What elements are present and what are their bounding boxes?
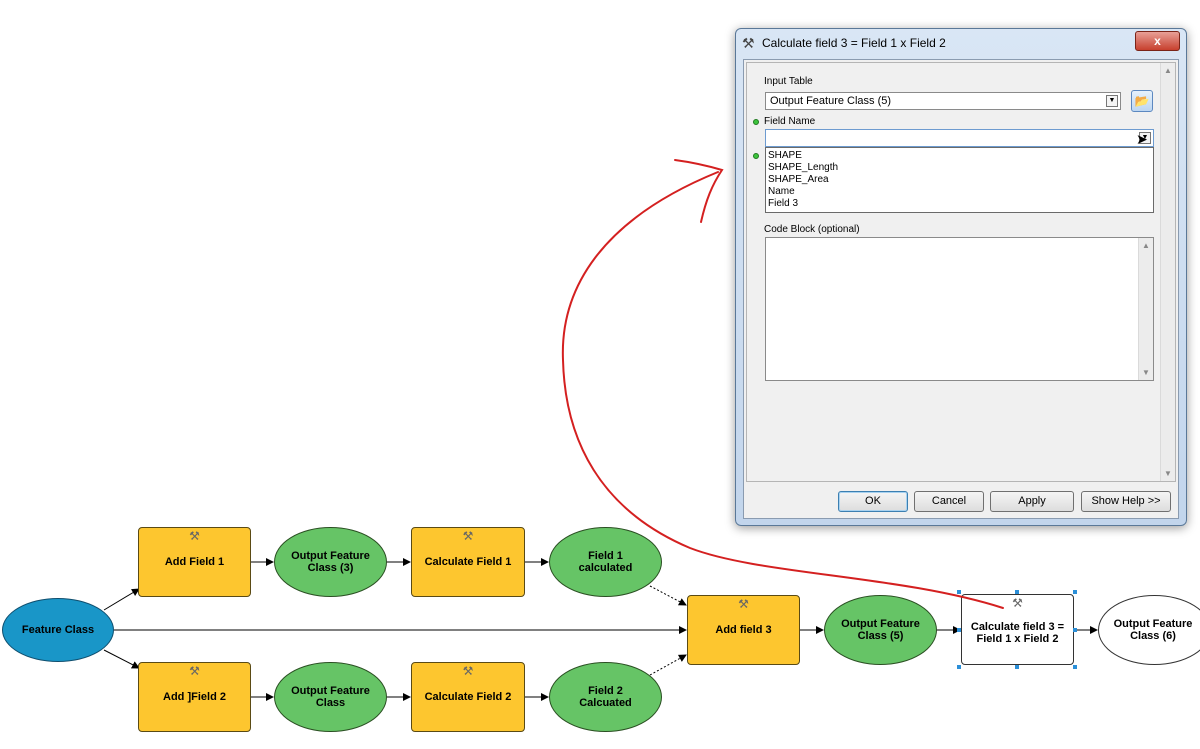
selection-handle[interactable] — [957, 590, 961, 594]
calculate-field-3-label: Calculate field 3 = Field 1 x Field 2 — [970, 620, 1065, 645]
mouse-pointer-icon: ➤ — [1136, 131, 1148, 147]
calculate-field-3-tool[interactable]: ⚒ Calculate field 3 = Field 1 x Field 2 — [961, 594, 1074, 665]
field-option[interactable]: Name — [768, 186, 795, 197]
feature-class-node[interactable]: Feature Class — [2, 598, 114, 662]
field-1-calculated-label: Field 1 calculated — [578, 550, 633, 574]
add-field-3-tool[interactable]: ⚒ Add field 3 — [687, 595, 800, 665]
dropdown-arrow-icon[interactable]: ▼ — [1106, 95, 1118, 107]
dialog-title: Calculate field 3 = Field 1 x Field 2 — [762, 36, 946, 50]
field-2-calcuated-label: Field 2 Calcuated — [579, 685, 632, 709]
hammer-icon: ⚒ — [462, 529, 474, 543]
field-option[interactable]: SHAPE — [768, 150, 802, 161]
output-feature-class-node[interactable]: Output Feature Class — [274, 662, 387, 732]
input-table-combobox[interactable]: Output Feature Class (5) ▼ — [765, 92, 1121, 110]
output-feature-class-label: Output Feature Class — [291, 685, 370, 709]
dialog-titlebar[interactable]: ⚒ Calculate field 3 = Field 1 x Field 2 — [736, 29, 1186, 57]
close-button[interactable]: x — [1135, 31, 1180, 51]
code-block-textarea[interactable]: ▲ ▼ — [765, 237, 1154, 381]
output-feature-class-5-label: Output Feature Class (5) — [841, 618, 920, 642]
selection-handle[interactable] — [1073, 665, 1077, 669]
connector-fc-addfield1 — [103, 588, 140, 611]
add-field-2-tool[interactable]: ⚒ Add ]Field 2 — [138, 662, 251, 732]
hammer-icon: ⚒ — [742, 34, 755, 51]
field-name-combobox[interactable]: ▼ — [765, 129, 1154, 147]
scroll-up-arrow-icon[interactable]: ▲ — [1164, 66, 1172, 75]
apply-button[interactable]: Apply — [990, 491, 1074, 512]
add-field-1-label: Add Field 1 — [164, 556, 225, 568]
selection-handle[interactable] — [1073, 590, 1077, 594]
scroll-down-arrow-icon[interactable]: ▼ — [1164, 469, 1172, 478]
connector-fc-addfield2 — [103, 649, 140, 669]
dropdown-arrow-icon[interactable]: ▼ — [1139, 132, 1151, 144]
calculate-field-2-label: Calculate Field 2 — [424, 691, 512, 703]
output-feature-class-6-node[interactable]: Output Feature Class (6) — [1098, 595, 1200, 665]
code-block-label: Code Block (optional) — [764, 224, 860, 235]
output-feature-class-3-label: Output Feature Class (3) — [291, 550, 370, 574]
show-help-button[interactable]: Show Help >> — [1081, 491, 1171, 512]
browse-folder-button[interactable]: 📂 — [1131, 90, 1153, 112]
add-field-2-label: Add ]Field 2 — [163, 691, 226, 703]
cancel-button[interactable]: Cancel — [914, 491, 984, 512]
scroll-up-arrow-icon[interactable]: ▲ — [1142, 241, 1150, 250]
vertical-scrollbar[interactable]: ▲ ▼ — [1160, 63, 1175, 481]
output-feature-class-3-node[interactable]: Output Feature Class (3) — [274, 527, 387, 597]
hammer-icon: ⚒ — [1012, 596, 1023, 610]
hammer-icon: ⚒ — [738, 597, 749, 611]
field-option[interactable]: SHAPE_Area — [768, 174, 829, 185]
required-indicator-icon — [753, 119, 759, 125]
calculate-field-1-tool[interactable]: ⚒ Calculate Field 1 — [411, 527, 525, 597]
input-table-value: Output Feature Class (5) — [770, 95, 892, 107]
feature-class-label: Feature Class — [21, 624, 95, 636]
scroll-down-arrow-icon[interactable]: ▼ — [1142, 368, 1150, 377]
field-option[interactable]: Field 3 — [768, 198, 799, 209]
field-option[interactable]: SHAPE_Length — [768, 162, 839, 173]
selection-handle[interactable] — [1073, 628, 1077, 632]
connector-f1calc-addfield3 — [649, 585, 687, 606]
selection-handle[interactable] — [957, 628, 961, 632]
selection-handle[interactable] — [957, 665, 961, 669]
folder-icon: 📂 — [1134, 94, 1150, 108]
ok-button[interactable]: OK — [838, 491, 908, 512]
connector-f2calc-addfield3 — [649, 654, 687, 676]
calculate-field-dialog[interactable]: ⚒ Calculate field 3 = Field 1 x Field 2 … — [735, 28, 1187, 526]
field-1-calculated-node[interactable]: Field 1 calculated — [549, 527, 662, 597]
field-2-calcuated-node[interactable]: Field 2 Calcuated — [549, 662, 662, 732]
hammer-icon: ⚒ — [189, 664, 200, 678]
calculate-field-2-tool[interactable]: ⚒ Calculate Field 2 — [411, 662, 525, 732]
output-feature-class-6-label: Output Feature Class (6) — [1113, 618, 1193, 642]
selection-handle[interactable] — [1015, 665, 1019, 669]
dialog-client-area: ▲ ▼ Input Table Output Feature Class (5)… — [743, 59, 1179, 519]
parameters-pane[interactable]: ▲ ▼ Input Table Output Feature Class (5)… — [746, 62, 1176, 482]
calculate-field-1-label: Calculate Field 1 — [424, 556, 512, 568]
selection-handle[interactable] — [1015, 590, 1019, 594]
required-indicator-icon — [753, 153, 759, 159]
hammer-icon: ⚒ — [189, 529, 200, 543]
field-name-label: Field Name — [764, 116, 816, 127]
add-field-3-label: Add field 3 — [715, 624, 772, 636]
input-table-label: Input Table — [764, 76, 813, 87]
code-block-scrollbar[interactable]: ▲ ▼ — [1138, 238, 1153, 380]
hammer-icon: ⚒ — [462, 664, 474, 678]
add-field-1-tool[interactable]: ⚒ Add Field 1 — [138, 527, 251, 597]
output-feature-class-5-node[interactable]: Output Feature Class (5) — [824, 595, 937, 665]
close-icon: x — [1154, 34, 1161, 48]
